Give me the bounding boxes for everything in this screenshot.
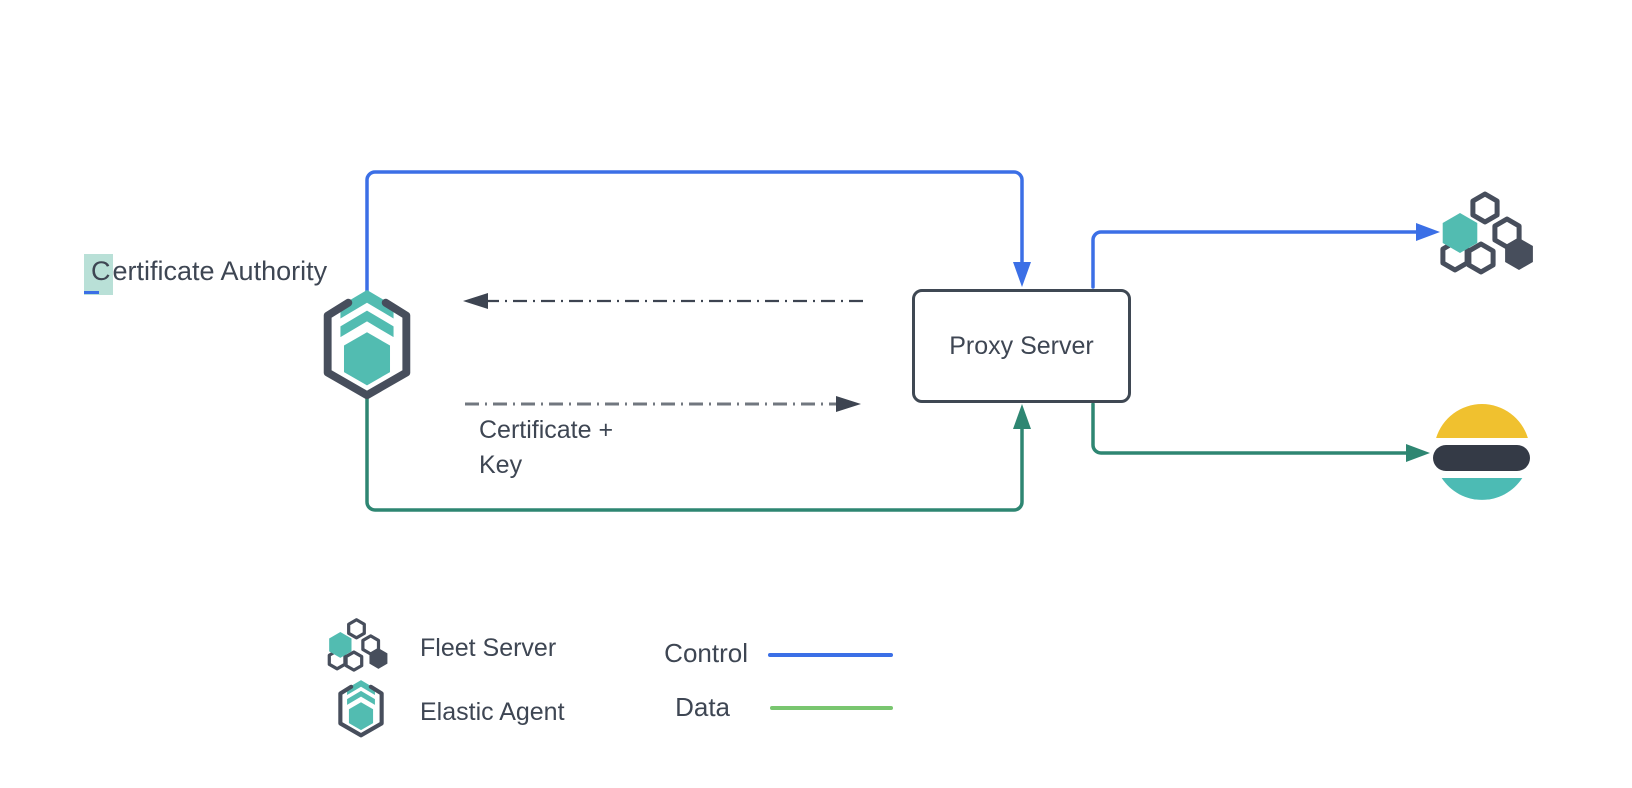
arrowhead-right-icon [836,396,861,412]
certificate-authority-label[interactable]: Certificate Authority [84,254,327,295]
elastic-agent-icon[interactable] [330,678,392,742]
control-line-proxy-to-fleet[interactable] [1091,223,1440,289]
cert-request-arrow[interactable] [463,293,863,309]
fleet-server-icon[interactable] [326,612,396,674]
arrowhead-up-icon [1013,404,1031,429]
legend-control-line [768,653,893,657]
arrowhead-right-icon [1416,223,1440,241]
data-line-agent-to-proxy[interactable] [365,395,1031,512]
legend-data-line [770,706,893,710]
fleet-server-icon[interactable] [1438,182,1546,278]
arrowhead-right-icon [1406,444,1430,462]
elastic-agent-icon[interactable] [308,286,426,408]
arrowhead-left-icon [463,293,488,309]
arrowhead-down-icon [1013,262,1031,287]
text-selection-highlight: C [84,254,113,295]
proxy-server-node[interactable]: Proxy Server [912,289,1131,403]
legend-elastic-agent-label: Elastic Agent [420,698,565,726]
data-line-proxy-to-es[interactable] [1091,402,1430,462]
legend-data-label: Data [675,692,730,722]
certificate-key-label[interactable]: Certificate + Key [479,416,614,479]
elasticsearch-icon[interactable] [1432,400,1532,504]
text-cursor-underline [84,291,99,294]
legend-control-label: Control [664,638,748,668]
cert-key-arrow[interactable] [465,396,861,412]
control-line-agent-to-proxy[interactable] [365,170,1031,294]
proxy-server-label: Proxy Server [949,331,1094,360]
legend-fleet-server-label: Fleet Server [420,634,557,662]
